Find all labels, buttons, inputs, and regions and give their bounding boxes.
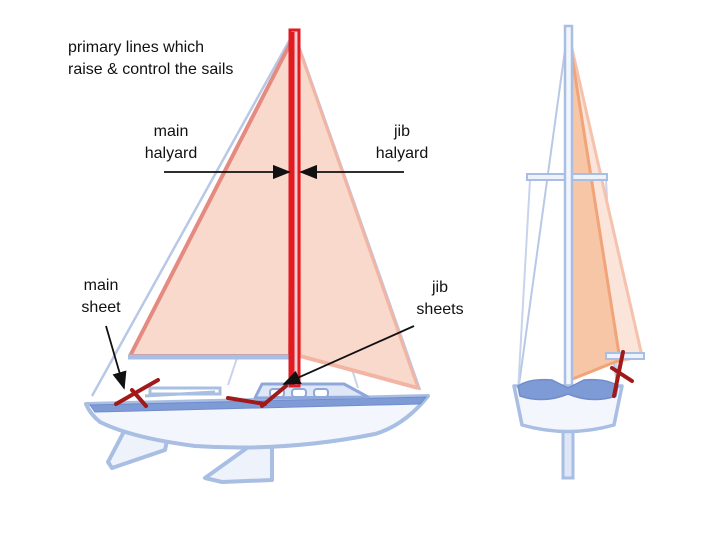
jib-sheet-arrow: [282, 325, 415, 385]
main-halyard-label: main halyard: [130, 121, 212, 165]
caption-line-1: primary lines which: [68, 39, 205, 56]
jib-sheet-line: [226, 384, 288, 408]
front-boom: [605, 352, 645, 360]
main-halyard-label-line1: main: [153, 123, 189, 140]
side-view-boat: [84, 28, 430, 484]
jib-sheets-label-line2: sheets: [416, 301, 464, 318]
cockpit-coaming: [148, 386, 222, 396]
front-view-boat: [512, 24, 645, 480]
diagram-caption: primary lines which raise & control the …: [68, 37, 233, 81]
backstay: [90, 31, 296, 397]
main-halyard-label-line2: halyard: [144, 145, 198, 162]
front-shroud: [517, 179, 531, 393]
main-sheet-label-line2: sheet: [81, 299, 121, 316]
front-jib-sheet: [610, 350, 634, 398]
cabin-window: [291, 388, 307, 398]
jib: [297, 46, 420, 390]
jib-leech: [299, 354, 419, 390]
front-shroud: [517, 27, 569, 393]
jib-sheets-label-line1: jib: [431, 279, 448, 296]
main-sheet-label-line1: main: [83, 277, 119, 294]
front-jib: [568, 48, 622, 382]
front-mast: [563, 24, 574, 388]
mainsail: [128, 38, 294, 358]
main-sheet-label: main sheet: [62, 275, 140, 319]
jib-halyard-label-line1: jib: [393, 123, 410, 140]
jib-sheets-label: jib sheets: [400, 277, 480, 321]
jib-halyard-label: jib halyard: [362, 121, 442, 165]
tiller: [144, 390, 216, 398]
caption-line-2: raise & control the sails: [68, 61, 234, 78]
main-sheet-arrow: [105, 325, 127, 390]
jib-halyard-label-line2: halyard: [375, 145, 429, 162]
main-sheet-line: [114, 378, 160, 408]
cabin-window: [313, 388, 329, 398]
